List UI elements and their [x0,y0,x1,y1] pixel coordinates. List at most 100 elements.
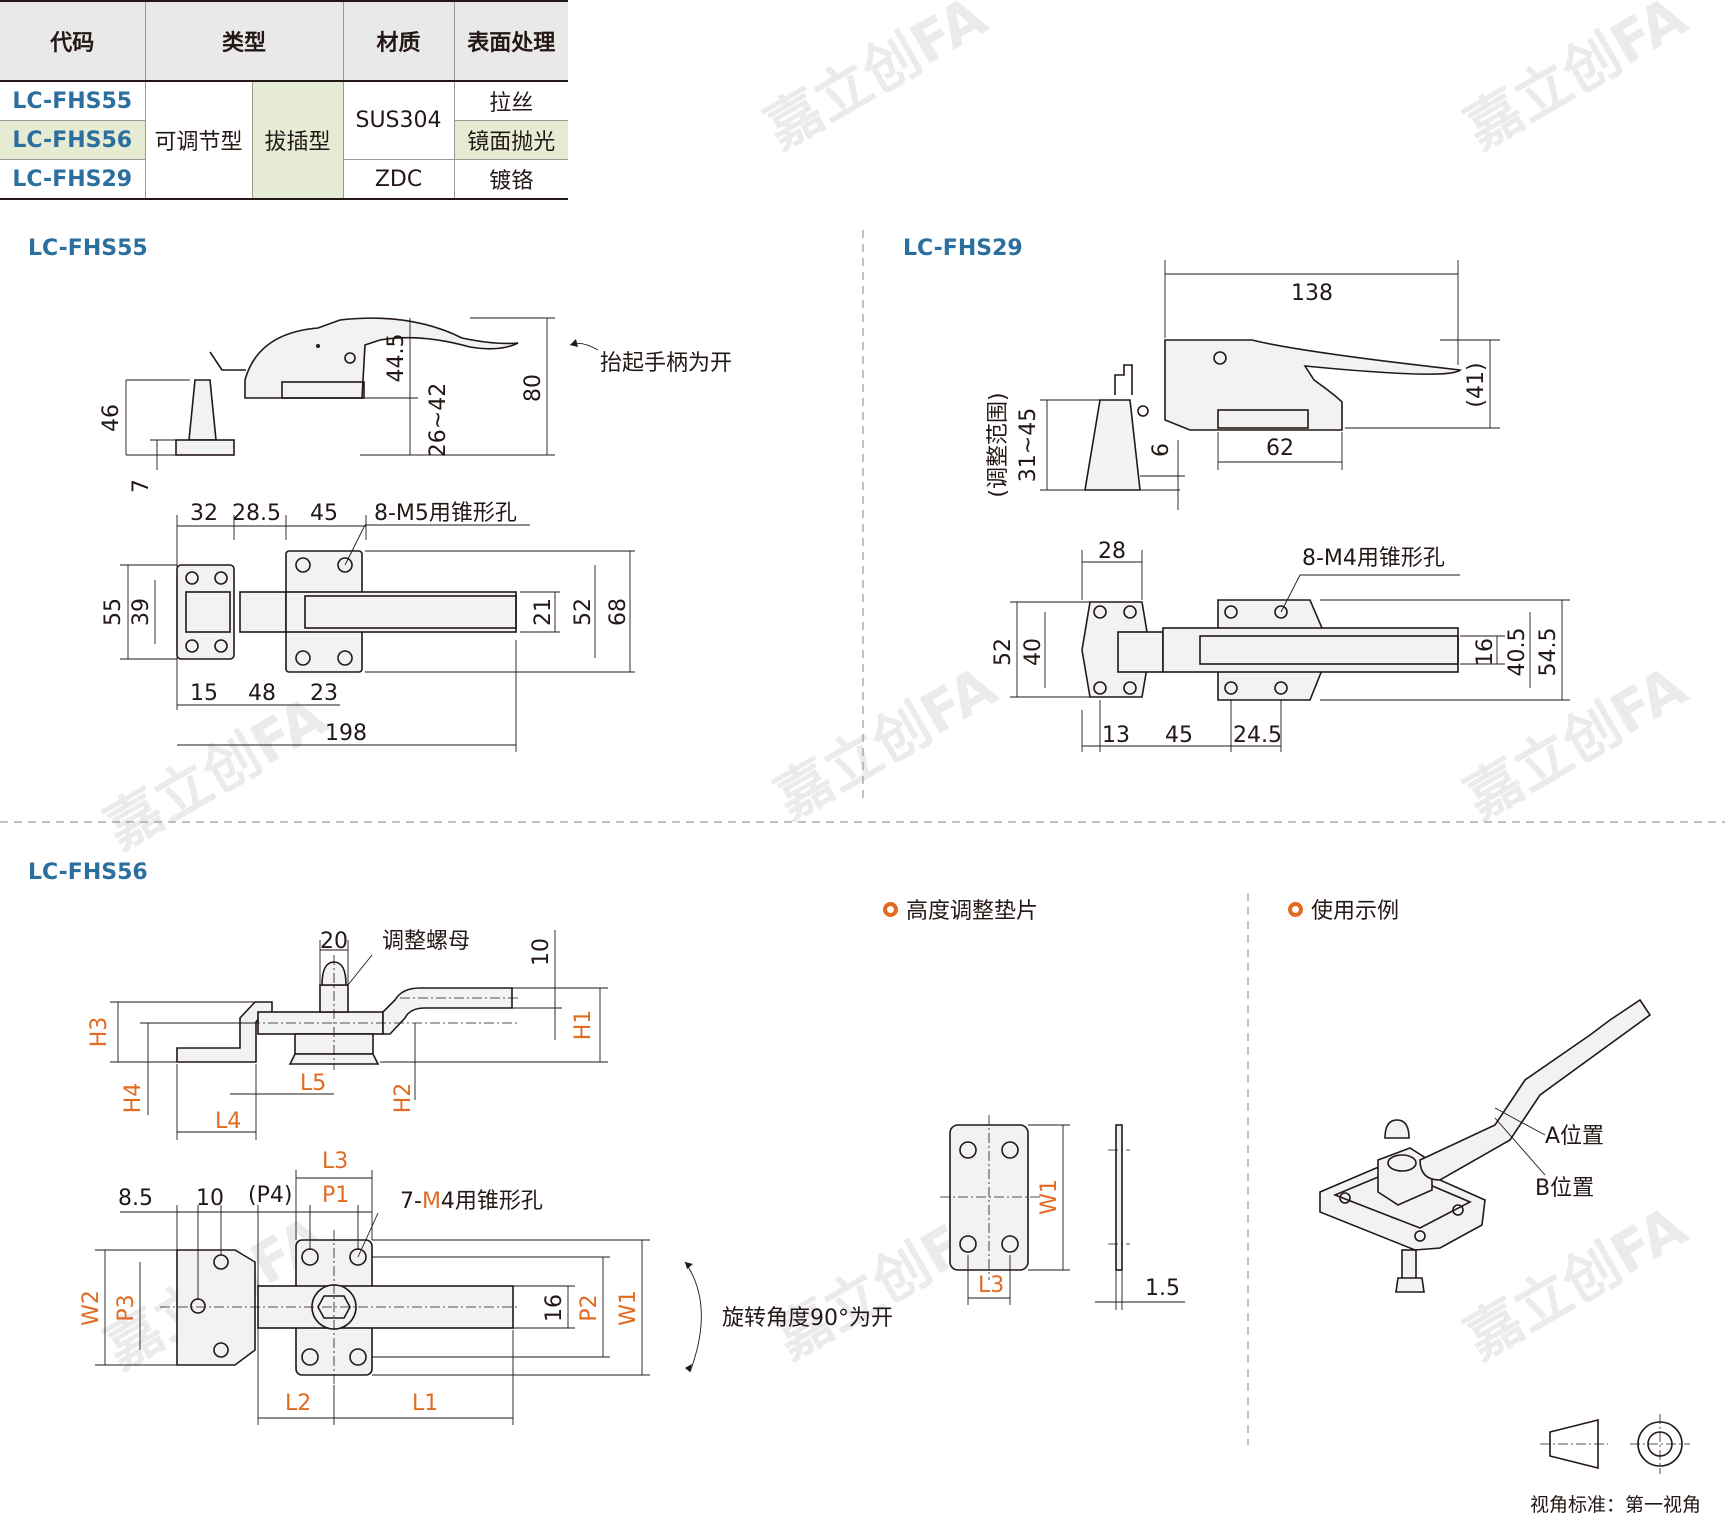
arrowhead-icon [685,1364,692,1372]
dim-28-5: 28.5 [232,501,281,526]
hole-icon [1274,681,1288,695]
dim-48: 48 [248,681,276,706]
row-surface: 拉丝 [454,81,568,121]
usage-example: A位置 B位置 [1319,998,1652,1293]
pivot-hole [1137,405,1149,417]
leader-line [1280,574,1301,613]
dim-16: 16 [542,1294,567,1322]
dim-45: 45 [310,501,338,526]
hole-icon [1274,605,1288,619]
strike-post [1084,399,1141,491]
row-type1: 可调节型 [145,81,253,200]
example-cap [1384,1119,1410,1139]
dim-P4: (P4) [248,1183,292,1208]
dim-40: 40 [1021,638,1046,666]
pivot-hole [344,352,356,364]
arrowhead-icon [685,1262,693,1269]
lift-note: 抬起手柄为开 [600,351,732,376]
section-shim: 高度调整垫片 [883,893,1038,925]
rotate-note: 旋转角度90°为开 [722,1306,893,1331]
section-example-title: 使用示例 [1311,899,1400,924]
dim-10: 10 [529,938,554,966]
label-fhs55: LC-FHS55 [28,236,148,261]
dim-21: 21 [531,598,556,626]
dim-54-5: 54.5 [1536,628,1561,677]
hole-icon [214,639,228,653]
bullet-icon [1288,901,1303,917]
hole-icon [213,1342,229,1358]
hole-icon [959,1141,977,1159]
dim-W1: W1 [616,1290,641,1326]
hole-icon [1123,681,1137,695]
dim-20: 20 [320,929,348,954]
dim-H1: H1 [571,1010,596,1041]
row-code: LC-FHS29 [0,159,146,200]
spec-table: 代码 类型 材质 表面处理 LC-FHS55 可调节型 拔插型 SUS304 拉… [0,0,568,200]
section-example: 使用示例 [1288,893,1399,925]
table-row: LC-FHS56 镜面抛光 [0,120,568,160]
rotate-arrow-icon [684,1261,702,1373]
leader-line [1494,1117,1546,1176]
dim-L3: L3 [322,1149,348,1174]
row-type2: 拔插型 [252,81,344,200]
leader-line [357,1212,379,1258]
hole-icon [1414,1230,1426,1242]
dim-15: 15 [190,681,218,706]
hole-icon [295,557,311,573]
section-shim-title: 高度调整垫片 [906,899,1039,924]
dim-8-5: 8.5 [118,1186,153,1211]
example-bolt [1401,1249,1417,1281]
cone-icon [1549,1418,1599,1470]
hole-icon [1224,681,1238,695]
hook-part [209,351,246,371]
fhs55-side-view: 46 7 44.5 26~42 80 抬起手柄为开 [99,317,732,493]
fhs56-side-view: 20 调整螺母 10 H1 H2 H3 H4 L5 L4 [87,929,608,1140]
dim-L1: L1 [412,1391,438,1416]
hole-icon [1093,605,1107,619]
dim-44-5: 44.5 [384,334,409,383]
strike-body [185,591,231,633]
dim-41: (41) [1464,362,1489,407]
hole-icon [349,1348,367,1366]
dim-23: 23 [310,681,338,706]
dim-L4: L4 [215,1109,241,1134]
dim-L5: L5 [300,1071,326,1096]
row-surface: 镜面抛光 [454,120,568,160]
hole-icon [1339,1192,1351,1204]
dim-range-label: (调整范围) [986,392,1011,497]
nut-note: 调整螺母 [382,929,470,954]
dim-39: 39 [129,598,154,626]
table-row: LC-FHS29 ZDC 镀铬 [0,159,568,200]
table-header-row: 代码 类型 材质 表面处理 [0,1,568,82]
header-material: 材质 [343,1,455,82]
dim-W1: W1 [1037,1179,1062,1215]
dim-52: 52 [571,598,596,626]
hole-note: 8-M4用锥形孔 [1302,546,1445,571]
row-surface: 镀铬 [454,159,568,200]
hole-icon [295,650,311,666]
fhs29-handle-top [1162,627,1459,673]
fhs55-handle-top [285,591,517,633]
hole-icon [214,571,228,585]
fhs29-side-view: 138 (41) 62 6 31~45 (调整范围) [986,260,1500,510]
example-handle [1419,998,1652,1181]
dim-H3: H3 [87,1017,112,1048]
row-material: SUS304 [343,81,455,160]
dim-P1: P1 [322,1183,349,1208]
header-type: 类型 [145,1,344,82]
watermark-text: 嘉立创FA [755,0,999,162]
dim-32: 32 [190,501,218,526]
dim-138: 138 [1291,281,1333,306]
dim-6: 6 [1149,443,1174,457]
dim-198: 198 [325,721,367,746]
example-nut [1387,1154,1417,1172]
header-surface: 表面处理 [454,1,568,82]
row-code: LC-FHS55 [0,81,146,121]
shim-side [1115,1124,1123,1271]
hole-icon [337,650,353,666]
strike-post [188,379,217,441]
shim-drawing: W1 L3 1.5 [940,1115,1185,1310]
example-bolt-head [1395,1277,1425,1293]
dim-80: 80 [521,374,546,402]
